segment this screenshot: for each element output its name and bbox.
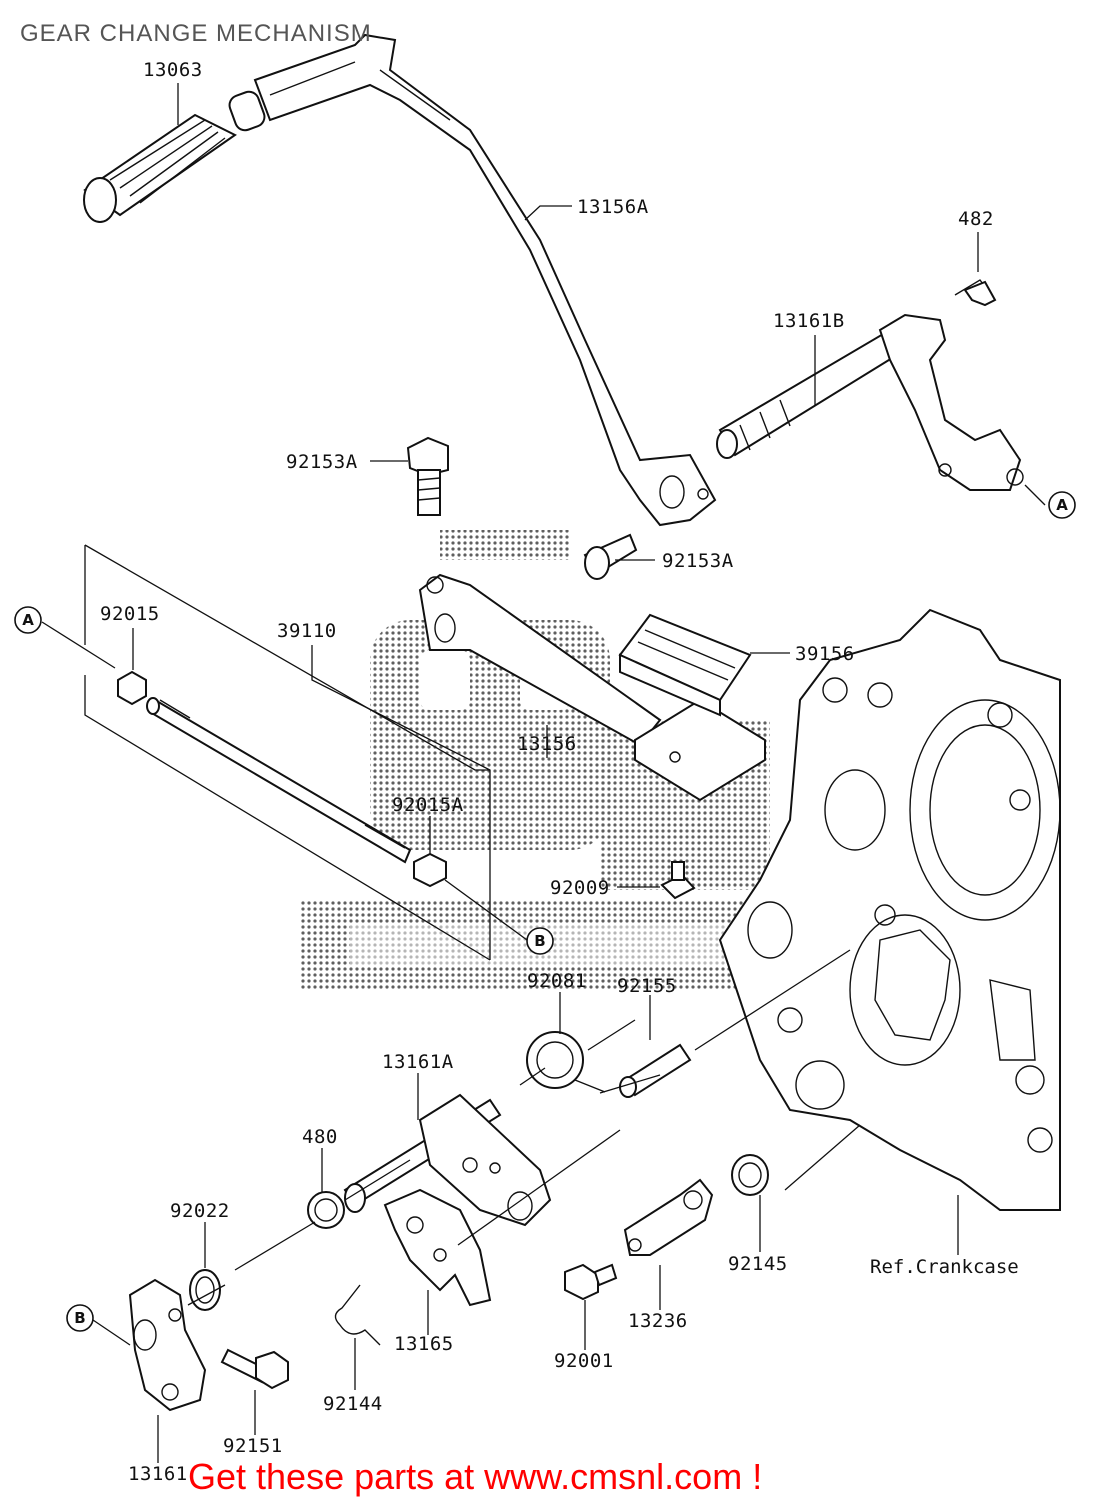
part-92081-spring xyxy=(526,1031,606,1093)
callout-a-right: A xyxy=(1048,491,1076,519)
part-92145-spring xyxy=(731,1154,769,1196)
label-13161B: 13161B xyxy=(773,310,845,332)
svg-text:B: B xyxy=(534,932,545,950)
label-480: 480 xyxy=(302,1126,338,1148)
label-92155: 92155 xyxy=(617,975,677,997)
callout-b-left: B xyxy=(66,1304,94,1332)
part-92144-spring xyxy=(334,1284,381,1346)
part-92151-bolt xyxy=(220,1348,289,1390)
callout-a-left: A xyxy=(14,606,42,634)
label-92015: 92015 xyxy=(100,603,160,625)
label-13156: 13156 xyxy=(517,733,577,755)
part-13156-pedal xyxy=(418,573,766,802)
label-13156A: 13156A xyxy=(577,196,649,218)
callout-b-mid: B xyxy=(526,927,554,955)
part-13156A-lever xyxy=(253,33,717,527)
label-92081: 92081 xyxy=(527,970,587,992)
part-92155-pin xyxy=(619,1043,692,1098)
svg-text:A: A xyxy=(22,611,34,629)
leader-lines xyxy=(41,83,1046,1463)
label-ref-crankcase: Ref.Crankcase xyxy=(870,1256,1019,1278)
diagram-title: GEAR CHANGE MECHANISM xyxy=(20,20,372,47)
svg-text:B: B xyxy=(74,1309,85,1327)
part-92153A-bolt-top xyxy=(406,436,449,516)
part-13161B-shaft xyxy=(716,279,1024,491)
part-92001-bolt xyxy=(564,1263,618,1301)
label-39156: 39156 xyxy=(795,643,855,665)
part-13236-arm xyxy=(623,1178,714,1256)
label-92009: 92009 xyxy=(550,877,610,899)
part-480-clip xyxy=(307,1191,345,1229)
label-92015A: 92015A xyxy=(392,794,464,816)
part-13161-arm-bottom xyxy=(128,1278,207,1412)
part-92009-screw xyxy=(660,861,696,900)
label-92001: 92001 xyxy=(554,1350,614,1372)
part-92015-nut xyxy=(117,670,147,706)
label-92144: 92144 xyxy=(323,1393,383,1415)
promo-link-text[interactable]: Get these parts at www.cmsnl.com ! xyxy=(188,1456,762,1497)
part-39156-pad xyxy=(618,613,752,717)
crankcase-reference xyxy=(718,608,1061,1211)
label-39110: 39110 xyxy=(277,620,337,642)
label-92151: 92151 xyxy=(223,1435,283,1457)
label-13161-bottom: 13161 xyxy=(128,1463,188,1485)
part-92015A-nut xyxy=(413,852,447,888)
part-39110-rod xyxy=(146,697,412,864)
label-92022: 92022 xyxy=(170,1200,230,1222)
label-13161A: 13161A xyxy=(382,1051,454,1073)
part-13165-plate xyxy=(383,1188,492,1307)
svg-text:A: A xyxy=(1056,496,1068,514)
part-13161A-shaft xyxy=(343,1093,552,1227)
label-13165: 13165 xyxy=(394,1333,454,1355)
part-13063-rubber xyxy=(83,90,266,223)
label-13063: 13063 xyxy=(143,59,203,81)
label-482: 482 xyxy=(958,208,994,230)
label-13236: 13236 xyxy=(628,1310,688,1332)
label-92153A-top: 92153A xyxy=(286,451,358,473)
label-92153A-mid: 92153A xyxy=(662,550,734,572)
label-92145: 92145 xyxy=(728,1253,788,1275)
part-92153A-bolt-mid xyxy=(583,533,638,580)
